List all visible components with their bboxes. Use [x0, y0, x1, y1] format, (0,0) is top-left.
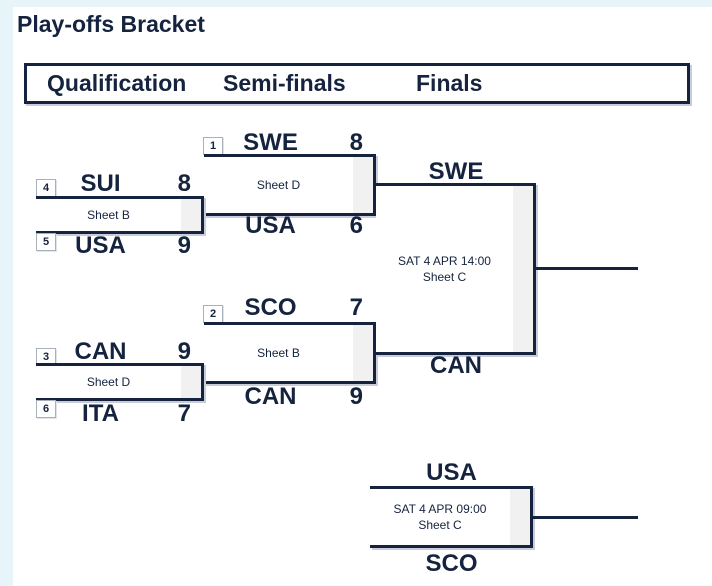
match-box: Sheet D	[36, 363, 204, 401]
seed-number: 1	[209, 140, 217, 152]
team-score: 7	[177, 400, 191, 427]
team-row: ITA 7	[36, 400, 204, 428]
seed-box: 5	[36, 233, 56, 251]
seed-box: 6	[36, 400, 56, 418]
sheet-label: Sheet C	[422, 270, 467, 284]
box-shade-strip	[353, 157, 373, 213]
box-shade-strip	[513, 186, 533, 352]
page-title: Play-offs Bracket	[17, 11, 205, 37]
schedule-datetime: SAT 4 APR 14:00	[398, 254, 491, 268]
team-row: SWE 8	[204, 129, 376, 157]
column-header-bar: Qualification Semi-finals Finals	[24, 63, 690, 104]
team-score: 9	[177, 338, 191, 365]
match-box: SAT 4 APR 14:00 Sheet C	[376, 183, 536, 355]
column-header-qualification: Qualification	[47, 70, 187, 96]
winner-connector-line	[533, 516, 638, 519]
seed-number: 5	[42, 236, 50, 248]
team-score: 9	[177, 232, 191, 259]
team-name: SCO	[244, 294, 297, 321]
team-name: ITA	[82, 400, 119, 427]
team-score: 8	[349, 129, 363, 156]
team-name: SWE	[243, 129, 298, 156]
team-score: 9	[349, 383, 363, 410]
team-score: 6	[349, 212, 363, 239]
seed-box: 3	[36, 348, 56, 366]
team-row: SWE	[376, 158, 558, 186]
team-row: USA	[370, 459, 555, 487]
schedule-datetime: SAT 4 APR 09:00	[393, 502, 487, 516]
team-row: SUI 8	[36, 170, 204, 198]
winner-connector-line	[536, 267, 638, 270]
team-name: SUI	[80, 170, 121, 197]
page-left-margin-band	[0, 0, 13, 586]
team-row: CAN	[376, 352, 558, 380]
match-box: Sheet B	[204, 322, 376, 384]
page-top-margin-band	[0, 0, 712, 7]
schedule-label: SAT 4 APR 14:00 Sheet C	[376, 186, 533, 352]
sheet-label: Sheet D	[256, 178, 301, 192]
team-row: SCO	[370, 550, 555, 578]
match-box: Sheet B	[36, 196, 204, 234]
team-name: CAN	[430, 352, 482, 379]
box-shade-strip	[510, 489, 530, 545]
team-name: USA	[75, 232, 126, 259]
team-score: 8	[177, 170, 191, 197]
team-name: CAN	[74, 338, 127, 365]
team-score: 7	[349, 294, 363, 321]
seed-number: 6	[42, 403, 50, 415]
team-name: SWE	[428, 158, 484, 185]
team-name: CAN	[244, 383, 297, 410]
team-name: SCO	[425, 550, 478, 577]
team-name: USA	[245, 212, 296, 239]
seed-number: 4	[42, 182, 50, 194]
seed-number: 3	[42, 351, 50, 363]
team-row: CAN 9	[36, 338, 204, 366]
team-row: USA 6	[204, 212, 376, 240]
seed-number: 2	[209, 308, 217, 320]
match-box: SAT 4 APR 09:00 Sheet C	[370, 486, 533, 548]
box-shade-strip	[353, 325, 373, 381]
box-shade-strip	[181, 199, 201, 231]
team-row: USA 9	[36, 232, 204, 260]
schedule-label: SAT 4 APR 09:00 Sheet C	[370, 489, 530, 545]
match-box: Sheet D	[204, 154, 376, 216]
team-row: SCO 7	[204, 294, 376, 322]
column-header-finals: Finals	[416, 70, 483, 96]
team-row: CAN 9	[204, 383, 376, 411]
sheet-label: Sheet C	[418, 518, 462, 532]
sheet-label: Sheet D	[86, 375, 131, 389]
column-header-semifinals: Semi-finals	[223, 70, 346, 96]
sheet-label: Sheet B	[87, 208, 130, 222]
box-shade-strip	[181, 366, 201, 398]
team-name: USA	[426, 459, 477, 486]
sheet-label: Sheet B	[257, 346, 300, 360]
